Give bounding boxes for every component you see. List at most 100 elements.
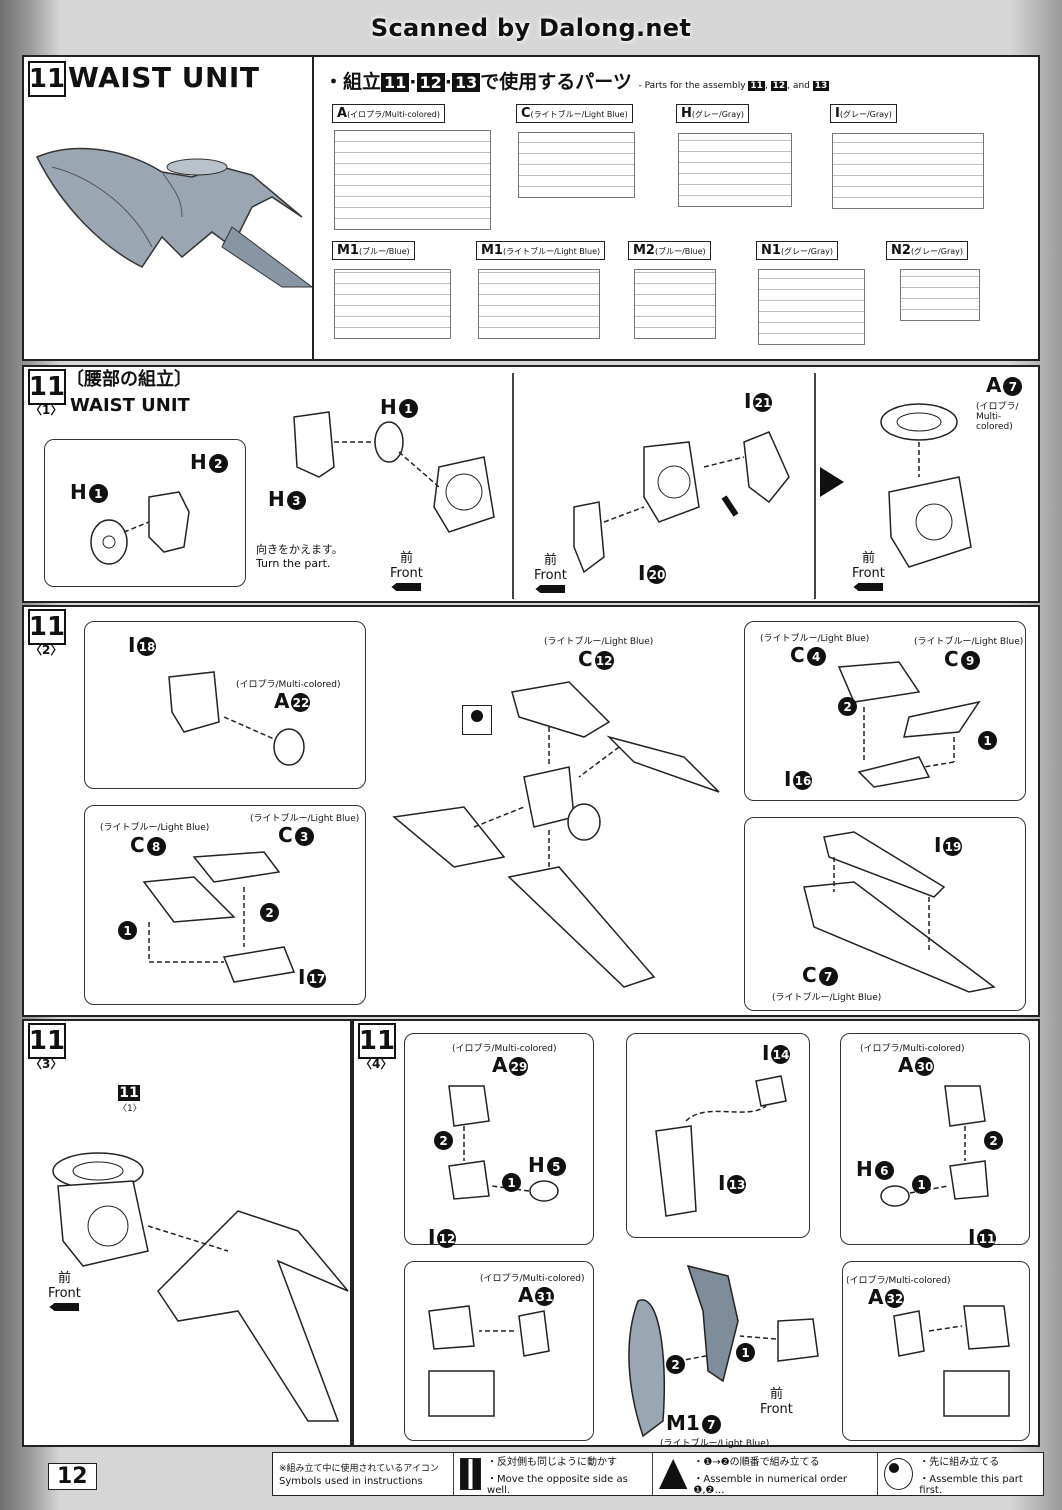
- step4-inset4-parts: [428, 1305, 550, 1417]
- step-badge: 1: [978, 731, 997, 750]
- turn-jp: 向きをかえます。: [256, 543, 343, 556]
- front-jp-1: 前: [399, 551, 413, 566]
- runner-i-desc: (グレー/Gray): [839, 110, 892, 119]
- parts-caption-12: 12: [770, 81, 788, 91]
- step1-inset-parts: [90, 491, 190, 565]
- a31-num: 31: [535, 1287, 555, 1306]
- step-badge: 2: [260, 903, 279, 922]
- turn-part-note: 向きをかえます。Turn the part.: [256, 543, 343, 571]
- i21-num: 21: [753, 393, 773, 412]
- runner-label-i: I(グレー/Gray): [830, 104, 897, 123]
- runner-n1-desc: (グレー/Gray): [780, 247, 833, 256]
- step2-inset-topleft: [84, 621, 366, 789]
- runner-i-letter: I: [835, 106, 840, 121]
- i12-num: 12: [437, 1229, 457, 1248]
- c9-num: 9: [960, 651, 980, 670]
- h1b-letter: H: [380, 395, 397, 419]
- i12-letter: I: [428, 1225, 436, 1249]
- legend-symbol-order: ・❶→❷の順番で組み立てる・Assemble in numerical orde…: [653, 1453, 878, 1496]
- c12-letter: C: [578, 647, 593, 671]
- c4-num: 4: [806, 647, 826, 666]
- c9-letter: C: [944, 647, 959, 671]
- i13-num: 13: [727, 1175, 747, 1194]
- runner-m2-letter: M2: [633, 243, 655, 258]
- i18-num: 18: [137, 637, 157, 656]
- turn-en: Turn the part.: [256, 557, 331, 570]
- a29-letter: A: [492, 1053, 508, 1077]
- c3-letter: C: [278, 823, 293, 847]
- step-badge: 2: [838, 697, 857, 716]
- c7-num: 7: [818, 967, 838, 986]
- a31-desc: (イロプラ/Multi-colored): [480, 1274, 585, 1284]
- h2-num: 2: [208, 454, 228, 473]
- front-jp-5: 前: [769, 1387, 783, 1402]
- sym1-en: ・Move the opposite side as well.: [487, 1473, 628, 1496]
- step1-title-en: WAIST UNIT: [70, 395, 190, 416]
- runner-n2-letter: N2: [891, 243, 911, 258]
- runner-label-m2: M2(ブルー/Blue): [628, 241, 711, 260]
- step-badge: 2: [434, 1131, 453, 1150]
- parts-step-12: 12: [416, 73, 445, 92]
- h1b-num: 1: [398, 399, 418, 418]
- step2-center-parts: [392, 681, 720, 988]
- c4-letter: C: [790, 643, 805, 667]
- runner-i-tree: [832, 133, 984, 209]
- c3-desc: (ライトブルー/Light Blue): [250, 814, 360, 824]
- step3-sub: 〈3〉: [30, 1057, 63, 1071]
- h5-num: 5: [546, 1157, 566, 1176]
- scanner-watermark: Scanned by Dalong.net: [370, 14, 692, 42]
- waist-unit-illustration: [35, 147, 314, 288]
- runner-m1-blue-tree: [334, 269, 451, 339]
- runner-a-desc: (イロプラ/Multi-colored): [347, 110, 440, 119]
- sym2-en: ・Assemble in numerical order ❶,❷…: [693, 1473, 847, 1496]
- front-en-4: Front: [48, 1286, 81, 1301]
- i11-num: 11: [977, 1229, 997, 1248]
- h2-letter: H: [190, 450, 207, 474]
- h5-letter: H: [528, 1153, 545, 1177]
- sym3-en: ・Assemble this part first.: [919, 1473, 1023, 1496]
- step4-inset2-parts: [655, 1075, 787, 1217]
- parts-step-13: 13: [451, 73, 481, 92]
- h3-num: 3: [286, 491, 306, 510]
- assemble-first-icon: [462, 705, 492, 735]
- header-divider: [312, 57, 314, 359]
- step1-divider-1: [512, 373, 514, 599]
- step2-inset2-parts: [837, 661, 981, 788]
- runner-a-letter: A: [337, 106, 348, 121]
- h6-letter: H: [856, 1157, 873, 1181]
- step-arrow-icon: [820, 467, 844, 497]
- runner-c-letter: C: [521, 106, 531, 121]
- step3-ref-sub: 〈1〉: [118, 1104, 142, 1114]
- a32-desc: (イロプラ/Multi-colored): [846, 1276, 951, 1286]
- order-icon: [659, 1459, 688, 1489]
- runner-c-tree: [518, 132, 635, 198]
- symbols-legend: ※組み立て中に使用されているアイコン Symbols used in instr…: [272, 1452, 1044, 1496]
- runner-m1-lightblue-desc: (ライトブルー/Light Blue): [502, 247, 601, 256]
- step1-title-jp: 〔腰部の組立〕: [66, 369, 192, 390]
- a22-num: 22: [291, 693, 311, 712]
- c7-letter: C: [802, 963, 817, 987]
- m17-desc: (ライトブルー/Light Blue): [660, 1439, 770, 1449]
- runner-label-n1: N1(グレー/Gray): [756, 241, 838, 260]
- a7-letter: A: [986, 373, 1002, 397]
- step-badge: 1: [912, 1175, 931, 1194]
